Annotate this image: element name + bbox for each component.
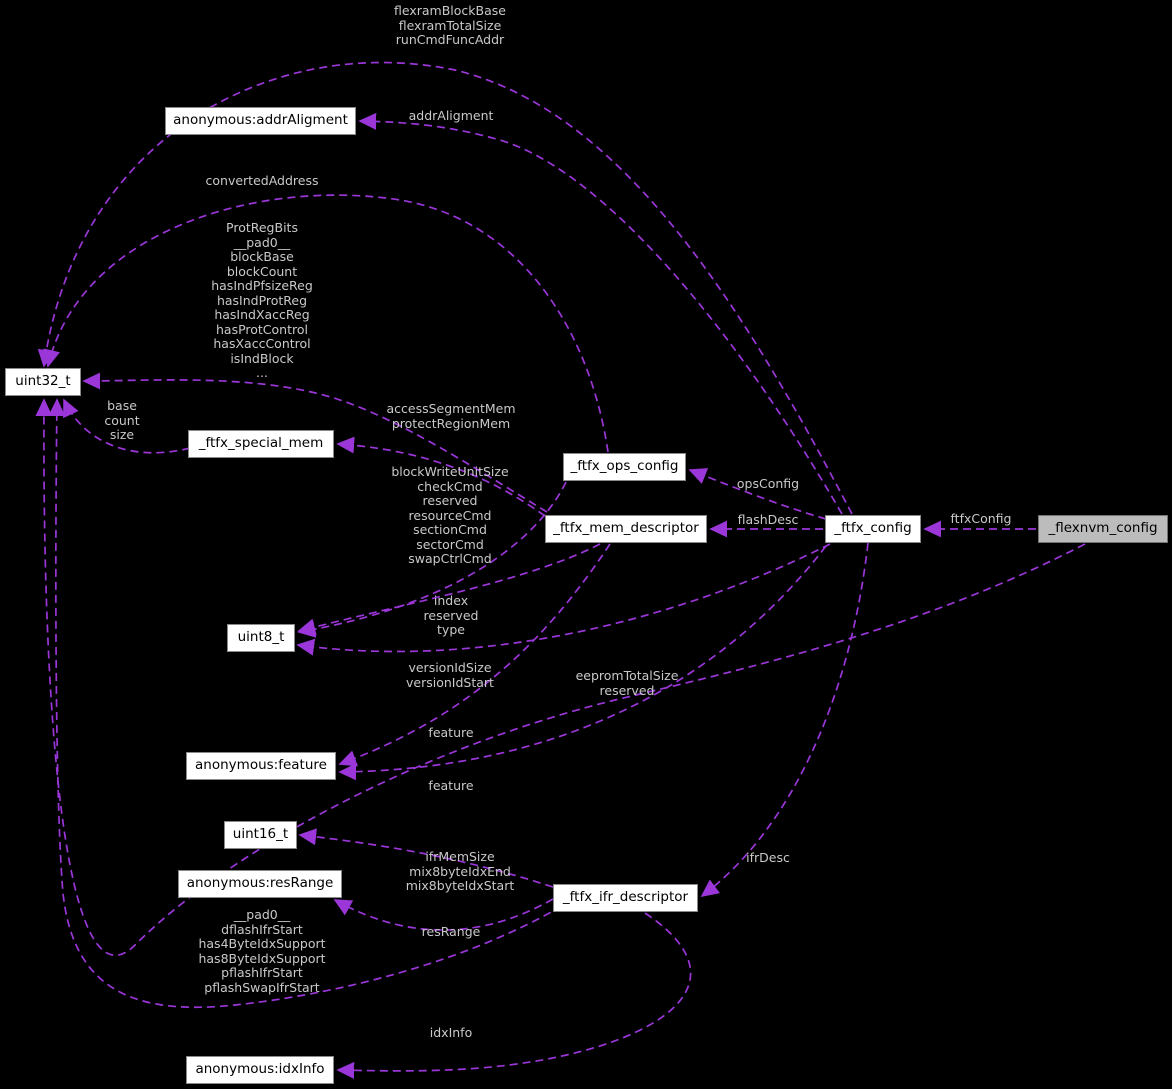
edge-label-protregbits-members: ProtRegBits __pad0__ blockBase blockCoun… (211, 220, 313, 380)
edge-label-convertedaddress: convertedAddress (205, 173, 319, 188)
edge-versionid (296, 543, 831, 656)
node-ftfx-ifr-descriptor[interactable]: _ftfx_ifr_descriptor (553, 884, 698, 912)
edge-label-resrange: resRange (421, 924, 481, 939)
edge-ifrdesc (700, 542, 869, 898)
edge-label-base-count-size: base count size (104, 398, 140, 442)
node-uint8-t[interactable]: uint8_t (227, 624, 295, 652)
edge-convertedaddress (43, 194, 609, 453)
node-anonymous-resrange[interactable]: anonymous:resRange (178, 870, 342, 898)
edge-addraligment (358, 112, 843, 515)
edge-label-opsconfig: opsConfig (736, 476, 800, 491)
node-anonymous-idxinfo[interactable]: anonymous:idxInfo (186, 1056, 334, 1084)
edge-index-reserved-type (297, 543, 601, 636)
edge-label-ifrmemsize-members: ifrMemSize mix8byteIdxEnd mix8byteIdxSta… (405, 849, 515, 893)
node-ftfx-ops-config[interactable]: _ftfx_ops_config (563, 453, 686, 481)
edge-ifrmemsize (298, 828, 554, 888)
edge-label-feature-2: feature (428, 778, 474, 793)
edge-pad0-list (48, 398, 563, 1009)
node-anonymous-feature[interactable]: anonymous:feature (186, 752, 336, 780)
node-flexnvm-config-current: _flexnvm_config (1038, 515, 1168, 543)
edge-blockwriteunitsize (297, 481, 567, 638)
edge-label-ifrdesc: ifrDesc (746, 850, 790, 865)
edge-eepromtotalsize (35, 398, 1086, 957)
node-uint32-t[interactable]: uint32_t (5, 368, 81, 396)
edge-idxinfo (336, 912, 692, 1079)
node-ftfx-config[interactable]: _ftfx_config (825, 515, 921, 543)
edge-label-pad0-members: __pad0__ dflashIfrStart has4ByteIdxSuppo… (198, 907, 326, 995)
edge-label-versionid: versionIdSize versionIdStart (406, 660, 494, 690)
edge-label-feature-1: feature (428, 725, 474, 740)
node-anonymous-addraligment[interactable]: anonymous:addrAligment (165, 107, 356, 135)
node-ftfx-special-mem[interactable]: _ftfx_special_mem (188, 430, 334, 458)
node-uint16-t[interactable]: uint16_t (224, 821, 297, 849)
edge-label-flashdesc: flashDesc (737, 512, 799, 527)
edge-label-blockwriteunitsize-members: blockWriteUnitSize checkCmd reserved res… (391, 464, 509, 566)
edge-feature-2 (338, 545, 827, 781)
edge-label-accesssegmentmem: accessSegmentMem protectRegionMem (386, 401, 516, 431)
edge-protregbits (82, 372, 548, 513)
edge-accesssegmentmem (336, 436, 546, 517)
edge-feature-1 (338, 543, 611, 767)
node-ftfx-mem-descriptor[interactable]: _ftfx_mem_descriptor (545, 515, 707, 543)
edge-label-ftfxconfig: ftfxConfig (950, 511, 1012, 526)
edge-label-flexram-members: flexramBlockBase flexramTotalSize runCmd… (394, 3, 506, 47)
edge-base-count-size (63, 398, 191, 454)
edge-label-addraligment: addrAligment (408, 108, 494, 123)
edge-label-index-reserved-type: index reserved type (423, 593, 479, 637)
edge-opsconfig (688, 468, 827, 520)
edge-label-eepromtotalsize: eepromTotalSize reserved (575, 668, 679, 698)
edge-flexram-to-uint32 (37, 61, 853, 515)
edge-label-idxinfo: idxInfo (429, 1025, 473, 1040)
edge-resrange (333, 898, 554, 931)
